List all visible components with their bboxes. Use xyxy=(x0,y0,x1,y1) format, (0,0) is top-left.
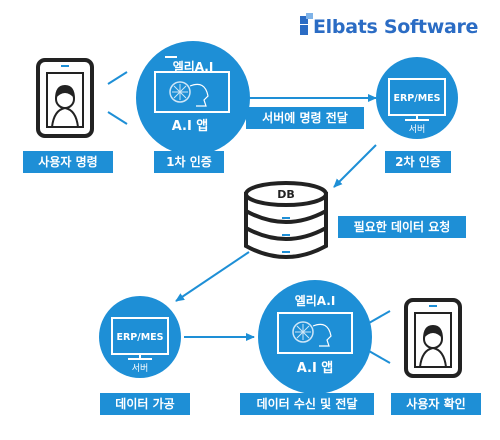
ai-app-top-title: 엘리A.I xyxy=(173,59,214,74)
user-phone-bottom-icon xyxy=(404,298,462,378)
elbats-logo-icon xyxy=(300,13,313,35)
erp-server-bottom-node xyxy=(99,296,181,378)
label-user-confirm: 사용자 확인 xyxy=(391,393,481,415)
database-icon xyxy=(244,181,328,259)
ai-app-top-caption: A.I 앱 xyxy=(172,119,209,134)
erp-server-top-sub: 서버 xyxy=(409,124,426,135)
label-send-command: 서버에 명령 전달 xyxy=(246,107,364,129)
erp-server-bottom-name: ERP/MES xyxy=(116,332,163,343)
ai-app-bottom-caption: A.I 앱 xyxy=(297,361,334,376)
ai-app-top-node xyxy=(136,41,250,155)
label-first-auth: 1차 인증 xyxy=(154,151,224,173)
label-process-data: 데이터 가공 xyxy=(100,393,190,415)
label-second-auth: 2차 인증 xyxy=(385,151,451,173)
ai-app-bottom-node xyxy=(258,280,372,394)
label-user-command: 사용자 명령 xyxy=(23,151,113,173)
erp-server-top-name: ERP/MES xyxy=(393,93,440,104)
brand-name: Elbats Software xyxy=(313,16,479,38)
database-label: DB xyxy=(277,188,295,201)
erp-server-top-node xyxy=(376,57,458,139)
ai-app-bottom-title: 엘리A.I xyxy=(295,293,336,308)
label-request-data: 필요한 데이터 요청 xyxy=(338,216,466,238)
erp-server-bottom-sub: 서버 xyxy=(132,363,149,374)
label-receive-deliver: 데이터 수신 및 전달 xyxy=(240,393,374,415)
user-phone-top-icon xyxy=(36,58,94,138)
